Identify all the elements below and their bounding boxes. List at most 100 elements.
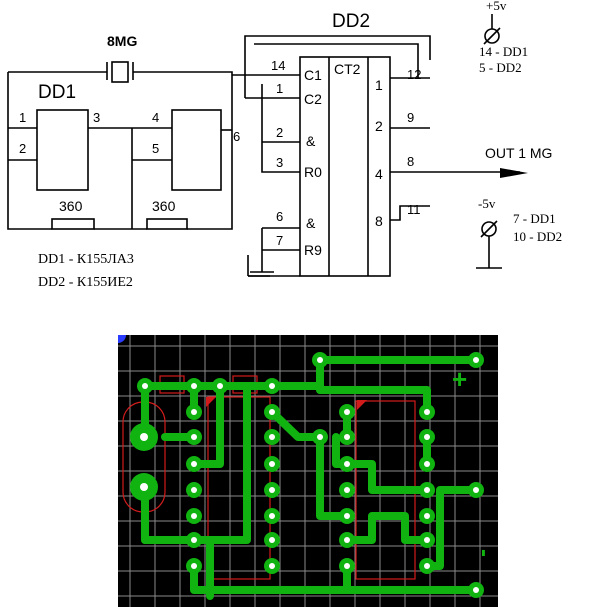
dd2-title: DD2 <box>332 11 370 32</box>
pcb-pad-hole <box>191 563 197 569</box>
dd2-pin1-marker <box>357 400 367 410</box>
pcb-pad-hole <box>269 383 275 389</box>
dd2-output-2: 2 <box>375 118 383 134</box>
pcb-pad-hole <box>217 383 223 389</box>
resistor-r2-value: 360 <box>152 198 176 214</box>
board-origin-marker <box>118 335 126 343</box>
pcb-pad-hole <box>269 461 275 467</box>
resistor-r2 <box>146 218 188 230</box>
pcb-pad-hole <box>191 409 197 415</box>
part-dd1: DD1 - К155ЛА3 <box>38 252 134 267</box>
part-dd2: DD2 - К155ИЕ2 <box>38 275 133 290</box>
pcb-pad-hole <box>344 434 350 440</box>
out-arrow <box>500 168 528 178</box>
pcb-pad-hole <box>191 461 197 467</box>
dd2-input-and-1: & <box>306 133 316 149</box>
pcb-pad-hole <box>142 383 148 389</box>
dd2-pin-3-in: 3 <box>276 155 283 170</box>
pcb-pad-hole <box>424 434 430 440</box>
dd2-pin-11: 11 <box>407 202 421 217</box>
pcb-pad-hole <box>269 434 275 440</box>
pcb-minus-mark: - <box>471 549 498 557</box>
dd2-input-r0: R0 <box>304 164 322 180</box>
plus-supply-label: +5v <box>486 0 507 13</box>
dd2-pin-8-out: 8 <box>407 154 414 169</box>
pcb-pad-hole <box>424 487 430 493</box>
pcb-pad-hole <box>269 537 275 543</box>
pcb-pad-hole <box>191 383 197 389</box>
dd1-pin-3: 3 <box>93 110 100 125</box>
pcb-pad-hole <box>317 434 323 440</box>
dd2-pin-2-in: 2 <box>276 125 283 140</box>
pcb-pad-hole <box>424 513 430 519</box>
pcb-pad-hole <box>191 537 197 543</box>
dd1-gate-a <box>36 109 89 191</box>
dd2-input-and-2: & <box>306 215 316 231</box>
dd1-pin-5: 5 <box>152 141 159 156</box>
dd1-pin1-marker <box>206 397 216 407</box>
pcb-pad-hole <box>317 357 323 363</box>
pcb-pad-hole <box>191 487 197 493</box>
pcb-pad-hole <box>344 461 350 467</box>
dd1-title: DD1 <box>38 82 76 103</box>
minus-supply-terminal <box>476 220 502 269</box>
crystal-symbol <box>106 61 134 83</box>
plus-supply-terminal <box>483 14 501 45</box>
pcb-pad-hole <box>424 409 430 415</box>
pcb-layout: + - <box>118 335 498 607</box>
pcb-plus-mark: + <box>452 364 467 394</box>
pcb-pad-hole <box>191 434 197 440</box>
dd2-input-r9: R9 <box>304 242 322 258</box>
dd2-pin-9: 9 <box>407 110 414 125</box>
dd1-pin-6: 6 <box>233 129 240 144</box>
pcb-pad-hole <box>269 513 275 519</box>
dd2-output-8: 8 <box>375 213 383 229</box>
pcb-pads <box>137 352 484 598</box>
pcb-pad-hole <box>424 537 430 543</box>
dd1-pin-1: 1 <box>19 110 26 125</box>
pcb-pad-hole <box>473 357 479 363</box>
crystal-label: 8MG <box>107 33 137 49</box>
resistor-r1-value: 360 <box>59 198 83 214</box>
pcb-grid <box>118 335 498 607</box>
pcb-pad-hole <box>269 409 275 415</box>
dd2-output-1: 1 <box>375 77 383 93</box>
dd1-gate-b <box>171 109 222 191</box>
dd2-output-4: 4 <box>375 166 383 182</box>
pcb-pad-hole <box>344 563 350 569</box>
dd2-pin-14: 14 <box>271 58 285 73</box>
pcb-pad-hole <box>191 513 197 519</box>
dd2-input-c1: C1 <box>304 67 322 83</box>
plus-pins-dd1: 14 - DD1 <box>479 44 528 59</box>
pcb-pad-hole <box>269 563 275 569</box>
ground-symbol <box>250 250 274 273</box>
dd1-pin-2: 2 <box>19 141 26 156</box>
pcb-pad-hole <box>473 487 479 493</box>
dd2-pin-1-in: 1 <box>276 81 283 96</box>
pcb-pad-hole <box>424 461 430 467</box>
pcb-pad-hole <box>344 487 350 493</box>
pcb-pad-hole <box>344 513 350 519</box>
schematic-wires <box>7 35 528 277</box>
dd1-pin-4: 4 <box>152 110 159 125</box>
resistor-r1 <box>51 218 95 230</box>
dd2-pin-7-in: 7 <box>276 233 283 248</box>
ct2-label: CT2 <box>334 61 361 77</box>
dd2-chip <box>299 56 391 277</box>
out-label: OUT 1 MG <box>485 145 552 161</box>
plus-pins-dd2: 5 - DD2 <box>479 60 522 75</box>
pcb-pad-hole <box>344 537 350 543</box>
pcb-pad-hole <box>344 409 350 415</box>
pcb-pad-hole <box>269 487 275 493</box>
minus-supply-label: -5v <box>478 196 496 211</box>
pcb-pad-hole <box>473 587 479 593</box>
crystal-pads <box>130 423 158 501</box>
minus-pins-dd2: 10 - DD2 <box>513 229 562 244</box>
minus-pins-dd1: 7 - DD1 <box>513 211 556 226</box>
schematic: DD2 8MG DD1 <box>7 0 562 290</box>
dd2-pin-6-in: 6 <box>276 209 283 224</box>
dd2-pin-12: 12 <box>407 67 421 82</box>
dd2-input-c2: C2 <box>304 91 322 107</box>
pcb-pad-hole <box>424 563 430 569</box>
